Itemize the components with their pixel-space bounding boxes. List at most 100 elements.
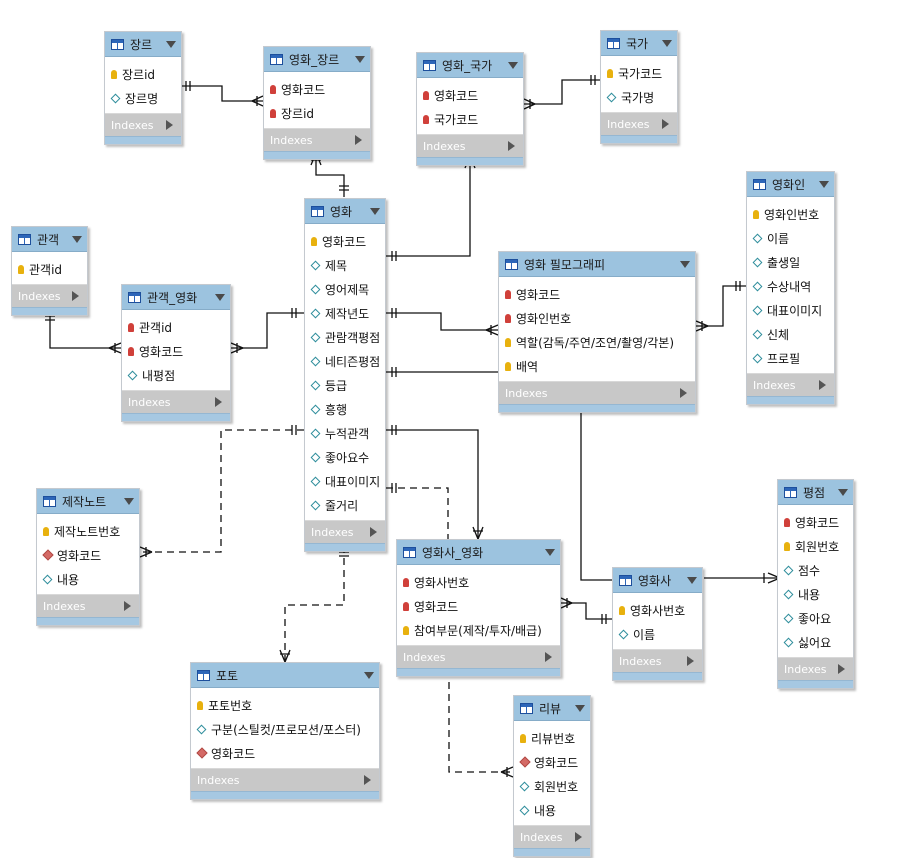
column-row[interactable]: 영화코드	[122, 339, 230, 363]
entity-header[interactable]: 포토	[191, 663, 379, 688]
column-row[interactable]: 대표이미지	[305, 469, 385, 493]
column-row[interactable]: 영화인번호	[499, 306, 695, 330]
column-row[interactable]: 영화사번호	[613, 598, 702, 622]
indexes-section[interactable]: Indexes	[122, 390, 230, 413]
column-row[interactable]: 줄거리	[305, 493, 385, 517]
column-row[interactable]: 포토번호	[191, 693, 379, 717]
entity-header[interactable]: 관객	[12, 227, 87, 252]
collapse-arrow-icon[interactable]	[364, 671, 374, 679]
expand-arrow-icon[interactable]	[575, 832, 582, 842]
column-row[interactable]: 배역	[499, 354, 695, 378]
column-row[interactable]: 구분(스틸컷/프로모션/포스터)	[191, 717, 379, 741]
column-row[interactable]: 영화사번호	[397, 570, 560, 594]
collapse-arrow-icon[interactable]	[687, 576, 697, 584]
expand-arrow-icon[interactable]	[364, 775, 371, 785]
indexes-section[interactable]: Indexes	[499, 381, 695, 404]
collapse-arrow-icon[interactable]	[662, 39, 672, 47]
column-row[interactable]: 참여부문(제작/투자/배급)	[397, 618, 560, 642]
collapse-arrow-icon[interactable]	[545, 548, 555, 556]
column-row[interactable]: 네티즌평점	[305, 349, 385, 373]
expand-arrow-icon[interactable]	[355, 135, 362, 145]
expand-arrow-icon[interactable]	[215, 397, 222, 407]
column-row[interactable]: 제작년도	[305, 301, 385, 325]
expand-arrow-icon[interactable]	[687, 656, 694, 666]
entity-header[interactable]: 리뷰	[514, 696, 590, 721]
entity-header[interactable]: 영화_장르	[264, 47, 370, 72]
column-row[interactable]: 신체	[747, 322, 834, 346]
column-row[interactable]: 제목	[305, 253, 385, 277]
column-row[interactable]: 영화코드	[305, 229, 385, 253]
indexes-section[interactable]: Indexes	[747, 373, 834, 396]
column-row[interactable]: 리뷰번호	[514, 726, 590, 750]
column-row[interactable]: 회원번호	[778, 534, 853, 558]
entity-header[interactable]: 관객_영화	[122, 285, 230, 310]
indexes-section[interactable]: Indexes	[105, 113, 181, 136]
column-row[interactable]: 등급	[305, 373, 385, 397]
collapse-arrow-icon[interactable]	[166, 40, 176, 48]
column-row[interactable]: 국가코드	[601, 61, 677, 85]
column-row[interactable]: 역할(감독/주연/조연/촬영/각본)	[499, 330, 695, 354]
collapse-arrow-icon[interactable]	[124, 497, 134, 505]
indexes-section[interactable]: Indexes	[264, 128, 370, 151]
indexes-section[interactable]: Indexes	[305, 520, 385, 543]
expand-arrow-icon[interactable]	[838, 664, 845, 674]
column-row[interactable]: 흥행	[305, 397, 385, 421]
column-row[interactable]: 영화코드	[37, 543, 139, 567]
column-row[interactable]: 장르id	[105, 62, 181, 86]
indexes-section[interactable]: Indexes	[37, 594, 139, 617]
column-row[interactable]: 출생일	[747, 250, 834, 274]
entity-header[interactable]: 영화사_영화	[397, 540, 560, 565]
collapse-arrow-icon[interactable]	[680, 260, 690, 268]
column-row[interactable]: 영화코드	[264, 77, 370, 101]
collapse-arrow-icon[interactable]	[575, 704, 585, 712]
column-row[interactable]: 내용	[514, 798, 590, 822]
column-row[interactable]: 관객id	[122, 315, 230, 339]
column-row[interactable]: 내용	[37, 567, 139, 591]
expand-arrow-icon[interactable]	[508, 141, 515, 151]
expand-arrow-icon[interactable]	[819, 380, 826, 390]
collapse-arrow-icon[interactable]	[819, 180, 829, 188]
column-row[interactable]: 이름	[747, 226, 834, 250]
expand-arrow-icon[interactable]	[166, 120, 173, 130]
column-row[interactable]: 점수	[778, 558, 853, 582]
indexes-section[interactable]: Indexes	[397, 645, 560, 668]
column-row[interactable]: 영화코드	[397, 594, 560, 618]
indexes-section[interactable]: Indexes	[778, 657, 853, 680]
indexes-section[interactable]: Indexes	[613, 649, 702, 672]
entity-header[interactable]: 국가	[601, 31, 677, 56]
column-row[interactable]: 국가코드	[417, 107, 523, 131]
column-row[interactable]: 제작노트번호	[37, 519, 139, 543]
entity-header[interactable]: 영화_국가	[417, 53, 523, 78]
column-row[interactable]: 프로필	[747, 346, 834, 370]
entity-header[interactable]: 영화인	[747, 172, 834, 197]
column-row[interactable]: 장르명	[105, 86, 181, 110]
collapse-arrow-icon[interactable]	[215, 293, 225, 301]
indexes-section[interactable]: Indexes	[12, 284, 87, 307]
indexes-section[interactable]: Indexes	[417, 134, 523, 157]
column-row[interactable]: 영화코드	[417, 83, 523, 107]
column-row[interactable]: 이름	[613, 622, 702, 646]
column-row[interactable]: 영화인번호	[747, 202, 834, 226]
entity-header[interactable]: 제작노트	[37, 489, 139, 514]
expand-arrow-icon[interactable]	[72, 291, 79, 301]
indexes-section[interactable]: Indexes	[601, 112, 677, 135]
collapse-arrow-icon[interactable]	[355, 55, 365, 63]
expand-arrow-icon[interactable]	[680, 388, 687, 398]
column-row[interactable]: 관람객평점	[305, 325, 385, 349]
column-row[interactable]: 영화코드	[514, 750, 590, 774]
column-row[interactable]: 영어제목	[305, 277, 385, 301]
column-row[interactable]: 장르id	[264, 101, 370, 125]
indexes-section[interactable]: Indexes	[514, 825, 590, 848]
entity-header[interactable]: 영화 필모그래피	[499, 252, 695, 277]
